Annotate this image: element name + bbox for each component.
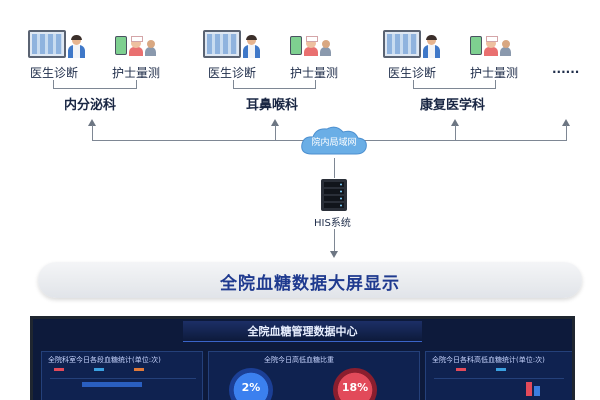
nurse-measure-label: 护士量测 (112, 66, 161, 80)
panel-title: 全院今日各科高低血糖统计(单位:次) (432, 356, 545, 364)
gauge-low-value: 2% (241, 381, 261, 394)
gauge-high: 18% (333, 368, 377, 400)
banner-title: 全院血糖数据大屏显示 (220, 274, 400, 294)
more-ellipsis: ...... (552, 62, 580, 76)
his-display-connector (334, 229, 335, 251)
nurse-phone-icon (115, 36, 165, 60)
doctor-diagnosis-label: 医生诊断 (388, 66, 437, 80)
doctor-workstation-icon (28, 30, 88, 60)
doctor-diagnosis-label: 医生诊断 (208, 66, 257, 80)
nurse-phone-icon (290, 36, 340, 60)
display-banner: 全院血糖数据大屏显示 (38, 262, 582, 298)
dashboard-screen: 全院血糖管理数据中心 全院科室今日各段血糖统计(单位:次) 全院今日高低血糖比重… (30, 316, 575, 400)
doctor-workstation-icon (203, 30, 263, 60)
department-ent: 耳鼻喉科 (246, 98, 299, 113)
nurse-measure-label: 护士量测 (470, 66, 519, 80)
lan-his-connector (334, 158, 335, 178)
dashboard-title: 全院血糖管理数据中心 (247, 325, 358, 338)
doctor-diagnosis-label: 医生诊断 (30, 66, 79, 80)
doctor-workstation-icon (383, 30, 443, 60)
nurse-phone-icon (470, 36, 520, 60)
lan-cloud-icon: 院内局域网 (298, 124, 370, 158)
department-rehabilitation: 康复医学科 (420, 98, 486, 113)
panel-high-low-ratio: 全院今日高低血糖比重 2% 18% (208, 351, 420, 400)
down-arrow-icon (330, 251, 338, 258)
panel-dept-high-low-stats: 全院今日各科高低血糖统计(单位:次) (425, 351, 572, 400)
department-endocrinology: 内分泌科 (64, 98, 117, 113)
lan-label: 院内局域网 (311, 138, 357, 148)
nurse-measure-label: 护士量测 (290, 66, 339, 80)
panel-dept-glucose-stats: 全院科室今日各段血糖统计(单位:次) (41, 351, 203, 400)
gauge-low: 2% (229, 368, 273, 400)
gauge-high-value: 18% (341, 381, 369, 394)
panel-title: 全院今日高低血糖比重 (264, 356, 334, 364)
panel-title: 全院科室今日各段血糖统计(单位:次) (48, 356, 161, 364)
his-label: HIS系统 (314, 218, 351, 229)
his-server-icon (319, 178, 349, 212)
